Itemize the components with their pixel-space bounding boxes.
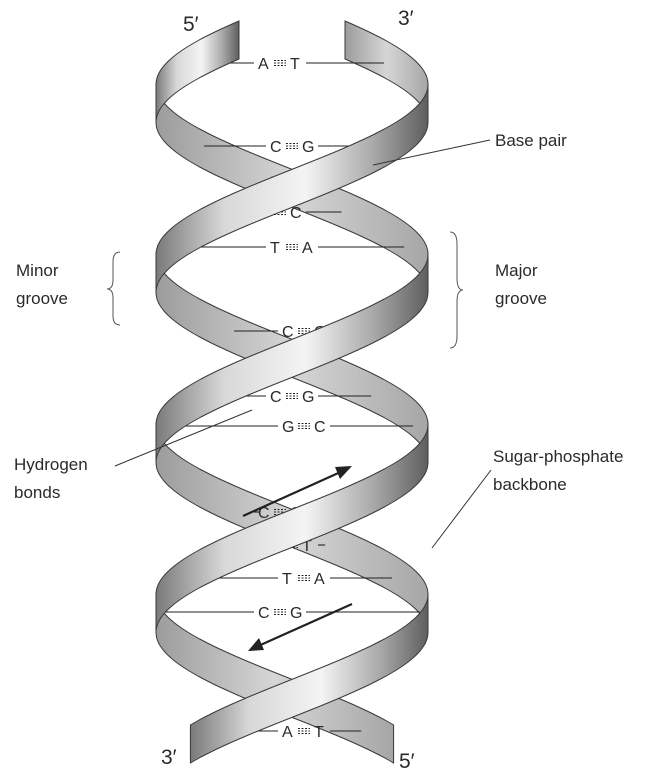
label-minor-groove-line1: Minor: [16, 261, 59, 280]
base-right-letter: C: [314, 419, 326, 436]
base-left-letter: C: [270, 389, 282, 406]
base-left-letter: A: [282, 724, 293, 741]
label-hydrogen-bonds-line2: bonds: [14, 483, 60, 502]
base-left-letter: A: [258, 56, 269, 73]
base-left-letter: T: [270, 240, 280, 257]
end-top-left: 5′: [183, 13, 199, 36]
base-left-letter: G: [282, 419, 294, 436]
label-backbone-line1: Sugar-phosphate: [493, 447, 623, 466]
label-backbone-line2: backbone: [493, 475, 567, 494]
end-bottom-left: 3′: [161, 746, 177, 769]
minor-groove-brace: [107, 252, 120, 325]
base-left-letter: C: [282, 324, 294, 341]
base-right-letter: T: [290, 56, 300, 73]
leader-backbone: [432, 470, 491, 548]
label-major-groove-line1: Major: [495, 261, 538, 280]
base-right-letter: G: [302, 139, 314, 156]
end-bottom-right: 5′: [399, 750, 415, 770]
base-left-letter: C: [258, 605, 270, 622]
base-right-letter: G: [290, 605, 302, 622]
front-ribbon-segment: [156, 423, 428, 633]
front-ribbon-segment: [156, 83, 428, 293]
base-right-letter: A: [314, 571, 325, 588]
arrow-down-head: [248, 638, 264, 651]
end-top-right: 3′: [398, 7, 414, 30]
label-major-groove-line2: groove: [495, 289, 547, 308]
label-hydrogen-bonds-line1: Hydrogen: [14, 455, 88, 474]
base-right-letter: G: [302, 389, 314, 406]
base-left-letter: T: [282, 571, 292, 588]
label-minor-groove-line2: groove: [16, 289, 68, 308]
arrow-down: [256, 604, 352, 647]
base-left-letter: C: [270, 139, 282, 156]
major-groove-brace: [450, 232, 463, 348]
arrow-up-head: [335, 466, 352, 479]
base-right-letter: T: [314, 724, 324, 741]
base-right-letter: A: [302, 240, 313, 257]
label-base-pair: Base pair: [495, 131, 567, 150]
